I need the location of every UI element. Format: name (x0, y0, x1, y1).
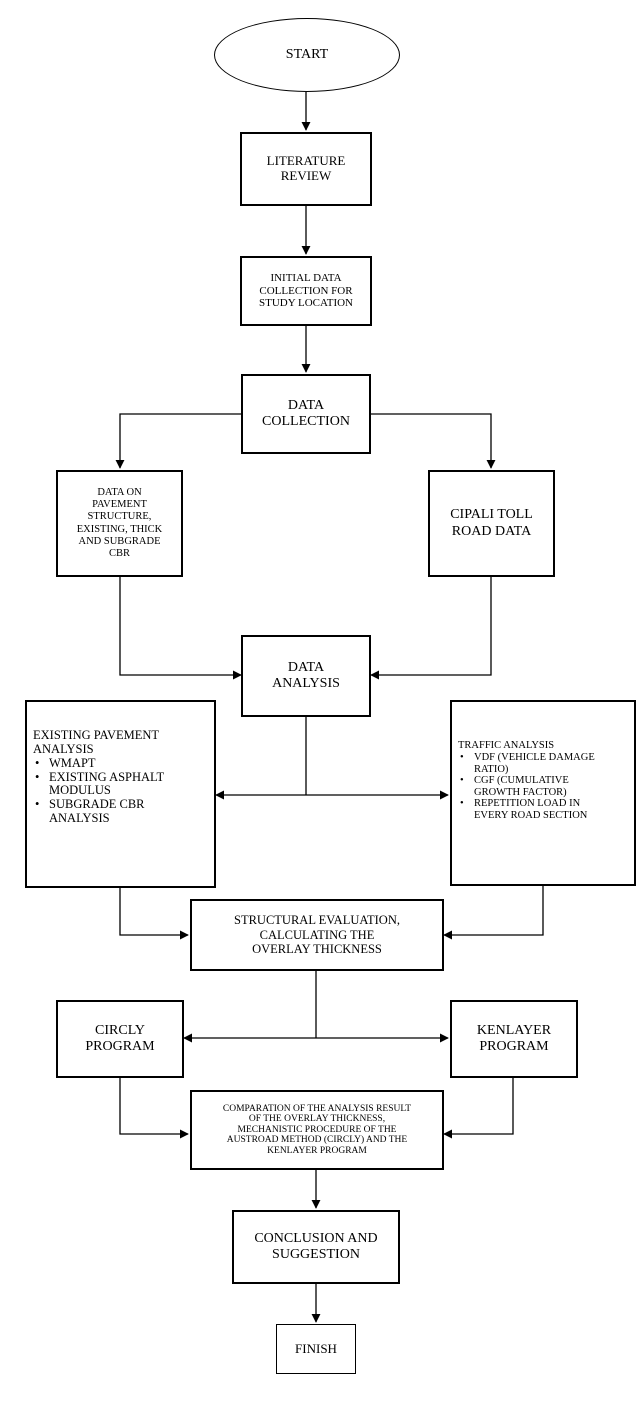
kenlayer-line-1: KENLAYER (476, 1022, 552, 1038)
structural-line-3: OVERLAY THICKNESS (252, 942, 382, 957)
repetition-load-line-2: EVERY ROAD SECTION (474, 809, 588, 821)
data-collection-line-2: COLLECTION (262, 414, 350, 429)
existing-pavement-list: WMAPT EXISTING ASPHALT MODULUS SUBGRADE … (33, 755, 165, 826)
initial-data-line-2: COLLECTION FOR (259, 284, 353, 297)
kenlayer-program-node: KENLAYER PROGRAM (450, 1000, 578, 1078)
literature-line-1: LITERATURE (266, 153, 346, 169)
structural-evaluation-node: STRUCTURAL EVALUATION, CALCULATING THE O… (190, 899, 444, 971)
literature-line-2: REVIEW (280, 168, 332, 183)
existing-pavement-heading-1: EXISTING PAVEMENT (33, 728, 160, 742)
subgrade-cbr-line-1: SUBGRADE CBR (49, 797, 145, 811)
existing-pavement-heading-2: ANALYSIS (33, 742, 94, 757)
data-collection-node: DATA COLLECTION (241, 374, 371, 454)
comparation-line-3: MECHANISTIC PROCEDURE OF THE (237, 1124, 397, 1135)
kenlayer-line-2: PROGRAM (479, 1039, 549, 1054)
arrow-pavement-data-to-analysis (119, 577, 242, 680)
pavement-data-line-2: PAVEMENT (92, 499, 147, 511)
structural-line-1: STRUCTURAL EVALUATION, (234, 913, 400, 928)
pavement-data-line-5: AND SUBGRADE (78, 535, 161, 547)
existing-pavement-analysis-node: EXISTING PAVEMENT ANALYSIS WMAPT EXISTIN… (25, 700, 216, 888)
pavement-data-line-1: DATA ON (97, 487, 142, 499)
arrow-circly-to-comparation (119, 1078, 189, 1139)
arrow-existing-pavement-to-structural (119, 888, 189, 940)
pavement-data-line-3: STRUCTURE, (87, 511, 152, 523)
structural-line-2: CALCULATING THE (259, 927, 375, 942)
asphalt-modulus-line-2: MODULUS (49, 783, 111, 798)
traffic-item-vdf: VDF (VEHICLE DAMAGE RATIO) (460, 752, 595, 775)
traffic-heading: TRAFFIC ANALYSIS (458, 740, 555, 751)
conclusion-suggestion-node: CONCLUSION AND SUGGESTION (232, 1210, 400, 1284)
vdf-line-2: RATIO) (474, 763, 509, 775)
traffic-item-cgf: CGF (CUMULATIVE GROWTH FACTOR) (460, 775, 595, 798)
initial-data-collection-node: INITIAL DATA COLLECTION FOR STUDY LOCATI… (240, 256, 372, 326)
comparation-line-2: OF THE OVERLAY THICKNESS, (248, 1114, 386, 1125)
comparation-line-5: KENLAYER PROGRAM (267, 1145, 367, 1156)
initial-data-line-3: STUDY LOCATION (258, 297, 353, 310)
traffic-analysis-node: TRAFFIC ANALYSIS VDF (VEHICLE DAMAGE RAT… (450, 700, 636, 886)
traffic-list: VDF (VEHICLE DAMAGE RATIO) CGF (CUMULATI… (458, 752, 595, 821)
finish-node: FINISH (276, 1324, 356, 1374)
arrow-collection-to-cipali (371, 413, 496, 469)
circly-line-1: CIRCLY (95, 1022, 145, 1038)
circly-line-2: PROGRAM (85, 1039, 155, 1054)
existing-pavement-item-wmapt: WMAPT (35, 755, 164, 771)
comparation-line-4: AUSTROAD METHOD (CIRCLY) AND THE (226, 1135, 408, 1146)
pavement-structure-data-node: DATA ON PAVEMENT STRUCTURE, EXISTING, TH… (56, 470, 183, 577)
vdf-line-1: VDF (VEHICLE DAMAGE (474, 752, 595, 764)
cipali-toll-road-data-node: CIPALI TOLL ROAD DATA (428, 470, 555, 577)
pavement-data-line-6: CBR (108, 547, 130, 559)
comparation-node: COMPARATION OF THE ANALYSIS RESULT OF TH… (190, 1090, 444, 1170)
comparation-line-1: COMPARATION OF THE ANALYSIS RESULT (222, 1103, 412, 1114)
conclusion-line-1: CONCLUSION AND (254, 1230, 378, 1246)
arrow-cipali-to-analysis (370, 577, 492, 680)
subgrade-cbr-line-2: ANALYSIS (49, 810, 110, 825)
cgf-line-1: CGF (CUMULATIVE (474, 775, 569, 787)
data-analysis-node: DATA ANALYSIS (241, 635, 371, 717)
arrow-kenlayer-to-comparation (443, 1078, 514, 1139)
conclusion-line-2: SUGGESTION (272, 1247, 360, 1262)
data-analysis-line-1: DATA (287, 659, 325, 675)
start-label: START (285, 46, 329, 62)
initial-data-line-1: INITIAL DATA (270, 272, 342, 285)
existing-pavement-item-subgrade-cbr: SUBGRADE CBR ANALYSIS (35, 797, 164, 826)
arrow-traffic-to-structural (443, 886, 544, 940)
start-node: START (214, 18, 400, 92)
traffic-item-repetition-load: REPETITION LOAD IN EVERY ROAD SECTION (460, 798, 595, 821)
cipali-line-2: ROAD DATA (451, 523, 532, 539)
finish-label: FINISH (295, 1340, 337, 1356)
existing-pavement-item-asphalt-modulus: EXISTING ASPHALT MODULUS (35, 769, 165, 799)
pavement-data-line-4: EXISTING, THICK (76, 523, 163, 535)
literature-review-node: LITERATURE REVIEW (240, 132, 372, 206)
circly-program-node: CIRCLY PROGRAM (56, 1000, 184, 1078)
cipali-line-1: CIPALI TOLL (450, 507, 533, 523)
cgf-line-2: GROWTH FACTOR) (474, 786, 567, 798)
repetition-load-line-1: REPETITION LOAD IN (474, 798, 581, 810)
data-collection-line-1: DATA (287, 397, 325, 413)
arrow-collection-to-pavement-data (115, 413, 241, 469)
asphalt-modulus-line-1: EXISTING ASPHALT (49, 769, 165, 784)
wmapt-line-1: WMAPT (49, 755, 96, 770)
data-analysis-line-2: ANALYSIS (272, 676, 340, 691)
